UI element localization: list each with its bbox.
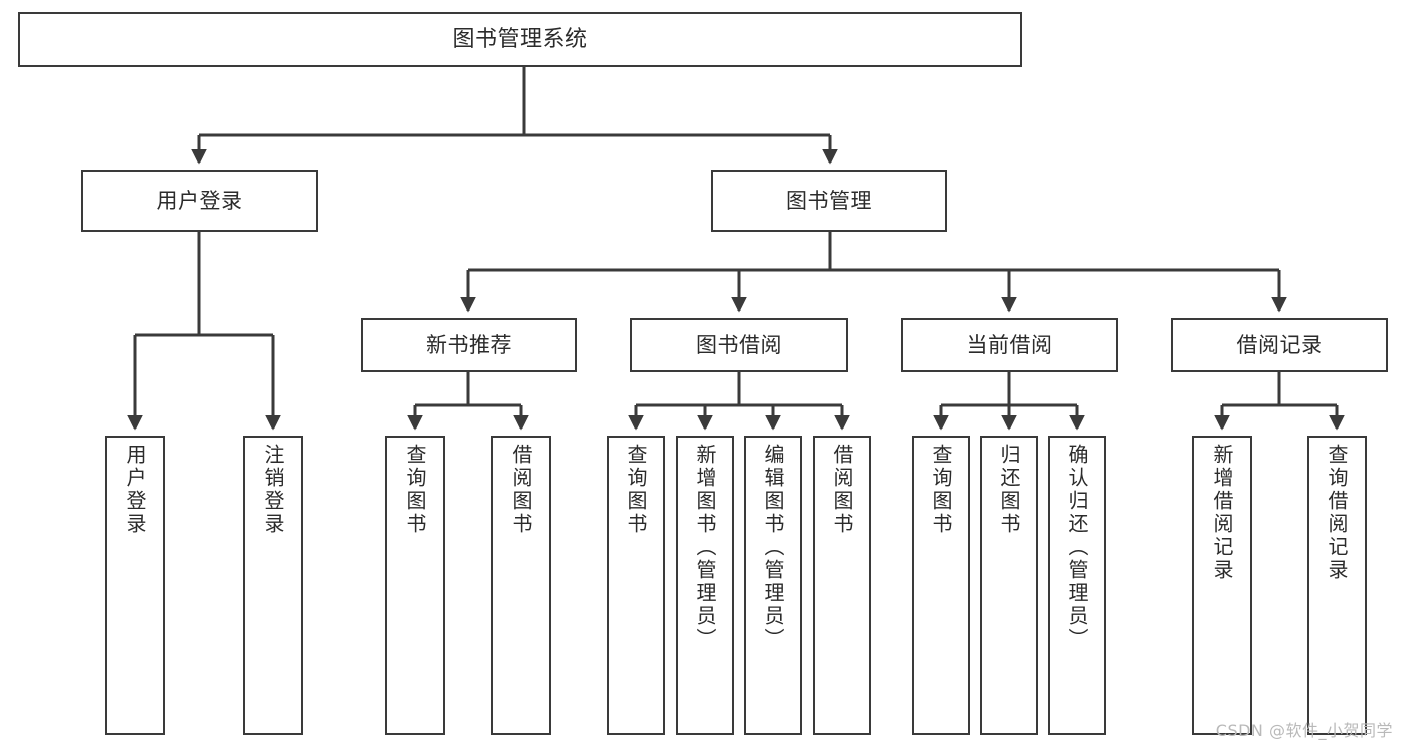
- node-borrow-record[interactable]: 借阅记录: [1171, 318, 1388, 372]
- node-label: 查询图书: [403, 444, 427, 536]
- node-label: 借阅图书: [830, 444, 854, 536]
- leaf-record-query[interactable]: 查询借阅记录: [1307, 436, 1367, 735]
- node-label: 用户登录: [156, 188, 243, 213]
- node-label: 新增图书（管理员）: [693, 444, 717, 651]
- node-label: 用户登录: [123, 444, 147, 536]
- leaf-current-return-book[interactable]: 归还图书: [980, 436, 1038, 735]
- node-label: 借阅图书: [509, 444, 533, 536]
- leaf-borrow-add-book[interactable]: 新增图书（管理员）: [676, 436, 734, 735]
- leaf-current-confirm-return[interactable]: 确认归还（管理员）: [1048, 436, 1106, 735]
- node-book-management[interactable]: 图书管理: [711, 170, 947, 232]
- node-label: 查询图书: [929, 444, 953, 536]
- node-label: 归还图书: [997, 444, 1021, 536]
- node-label: 编辑图书（管理员）: [761, 444, 785, 651]
- node-label: 查询图书: [624, 444, 648, 536]
- node-label: 新书推荐: [426, 332, 512, 357]
- node-book-borrow[interactable]: 图书借阅: [630, 318, 848, 372]
- node-label: 借阅记录: [1236, 332, 1323, 357]
- leaf-user-login-login[interactable]: 用户登录: [105, 436, 165, 735]
- node-label: 图书管理系统: [452, 26, 588, 52]
- node-new-book-recommend[interactable]: 新书推荐: [361, 318, 577, 372]
- leaf-borrow-borrow-book[interactable]: 借阅图书: [813, 436, 871, 735]
- node-label: 图书借阅: [696, 332, 782, 357]
- node-label: 图书管理: [786, 188, 872, 213]
- leaf-current-query-book[interactable]: 查询图书: [912, 436, 970, 735]
- watermark: CSDN @软件_小贺同学: [1215, 721, 1393, 740]
- leaf-borrow-edit-book[interactable]: 编辑图书（管理员）: [744, 436, 802, 735]
- leaf-new-book-borrow[interactable]: 借阅图书: [491, 436, 551, 735]
- node-current-borrow[interactable]: 当前借阅: [901, 318, 1118, 372]
- node-label: 注销登录: [261, 444, 285, 536]
- node-label: 当前借阅: [966, 332, 1053, 357]
- node-user-login[interactable]: 用户登录: [81, 170, 318, 232]
- node-label: 查询借阅记录: [1325, 444, 1349, 582]
- leaf-user-login-logout[interactable]: 注销登录: [243, 436, 303, 735]
- leaf-new-book-query[interactable]: 查询图书: [385, 436, 445, 735]
- node-root-system[interactable]: 图书管理系统: [18, 12, 1022, 67]
- leaf-record-add[interactable]: 新增借阅记录: [1192, 436, 1252, 735]
- node-label: 确认归还（管理员）: [1065, 444, 1089, 651]
- leaf-borrow-query-book[interactable]: 查询图书: [607, 436, 665, 735]
- node-label: 新增借阅记录: [1210, 444, 1234, 582]
